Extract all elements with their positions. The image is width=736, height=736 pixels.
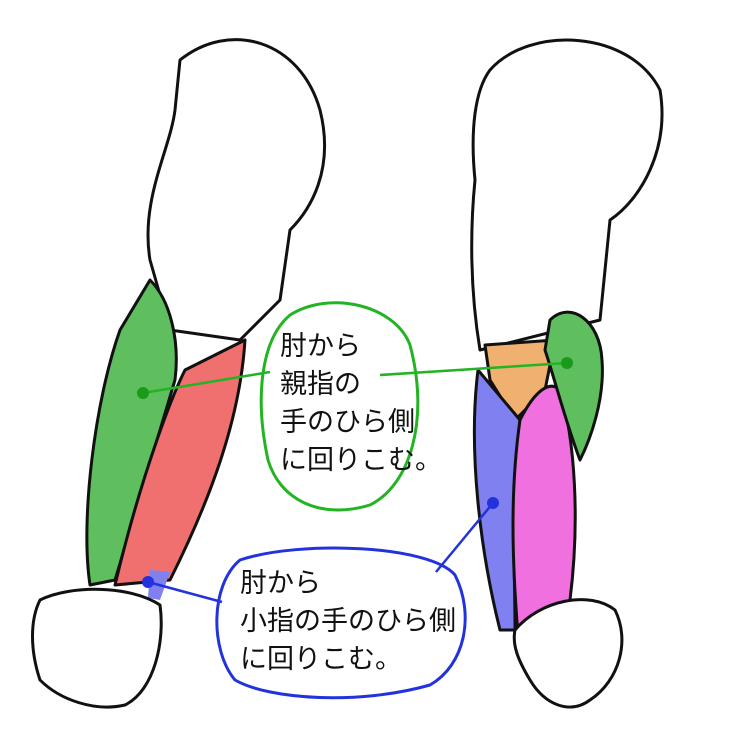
blue-callout-bubble bbox=[215, 546, 467, 700]
right-hand bbox=[512, 598, 624, 709]
blue-callout bbox=[142, 497, 499, 700]
callout-line: 小指の手のひら側 bbox=[240, 606, 456, 637]
thumb-side-callout-text: 肘から親指の手のひら側に回りこむ。 bbox=[280, 328, 442, 480]
left-upper-arm bbox=[146, 38, 326, 342]
green-dot-right bbox=[561, 357, 573, 369]
green-leader-right bbox=[379, 361, 568, 377]
right-forearm-green bbox=[543, 310, 604, 462]
left-arm bbox=[31, 38, 326, 709]
right-arm bbox=[470, 38, 664, 709]
left-fist bbox=[31, 587, 163, 709]
green-callout-bubble bbox=[259, 301, 420, 512]
blue-leader-left bbox=[147, 580, 223, 604]
pinky-side-callout-text: 肘から小指の手のひら側に回りこむ。 bbox=[240, 565, 456, 679]
blue-leader-right bbox=[435, 502, 494, 573]
green-callout bbox=[137, 301, 573, 512]
callout-line: 親指の bbox=[280, 369, 361, 400]
callout-line: 肘から bbox=[240, 568, 321, 599]
left-forearm-green bbox=[85, 278, 178, 587]
right-forearm-pink bbox=[511, 384, 577, 637]
blue-dot-right bbox=[487, 497, 499, 509]
green-leader-left bbox=[142, 370, 271, 395]
callout-line: 肘から bbox=[280, 331, 361, 362]
callout-line: に回りこむ。 bbox=[280, 445, 442, 476]
callout-line: 手のひら側 bbox=[280, 407, 415, 438]
callout-line: に回りこむ。 bbox=[240, 644, 402, 675]
right-upper-arm bbox=[470, 38, 664, 352]
green-dot-left bbox=[137, 387, 149, 399]
blue-dot-left bbox=[142, 576, 154, 588]
left-forearm-red bbox=[113, 338, 247, 587]
